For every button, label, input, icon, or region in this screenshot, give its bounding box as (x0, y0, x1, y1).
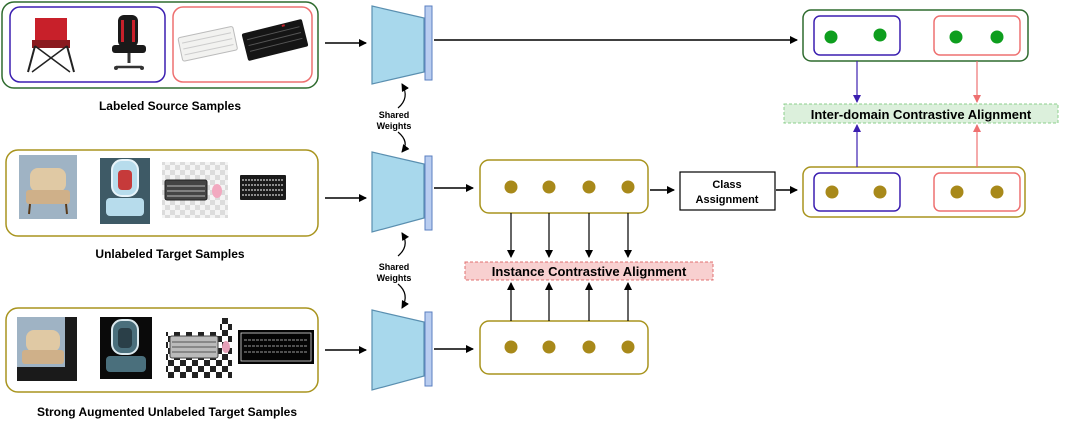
source-feature-dot (873, 28, 887, 42)
source-feature-dot (824, 30, 838, 44)
shared-weights-bottom-line1: Shared (379, 262, 410, 272)
encoder-augmented (371, 309, 433, 391)
target-cluster-dot (873, 185, 887, 199)
inter-domain-label-box: Inter-domain Contrastive Alignment (783, 103, 1059, 124)
armchair-image (19, 155, 77, 219)
target-samples-panel (5, 149, 319, 237)
source-feature-dot (990, 30, 1004, 44)
class-assignment-line1: Class (712, 179, 741, 191)
encoder-source (371, 5, 433, 85)
target-cluster-dot (950, 185, 964, 199)
target-cluster-dot (990, 185, 1004, 199)
armchair-augmented-image (17, 317, 77, 381)
source-keyboard-cluster (933, 15, 1021, 56)
inter-domain-label: Inter-domain Contrastive Alignment (811, 107, 1032, 122)
source-feature-dot (949, 30, 963, 44)
class-assignment-box: Class Assignment (679, 171, 776, 211)
unlabeled-target-label: Unlabeled Target Samples (95, 247, 244, 261)
shared-weights-bottom-line2: Weights (377, 273, 412, 283)
target-chair-cluster (813, 172, 901, 212)
augmented-feature-dot (582, 340, 596, 354)
target-feature-dot (582, 180, 596, 194)
gaming-chair-image (112, 15, 146, 70)
chair-sketch-image (100, 158, 150, 224)
instance-arrows-up (507, 282, 632, 321)
red-folding-chair-image (27, 18, 75, 73)
encoder-target (371, 151, 433, 233)
target-features-box (479, 159, 649, 214)
strong-augmented-label: Strong Augmented Unlabeled Target Sample… (37, 405, 297, 419)
shared-weights-top: Shared Weights (377, 83, 412, 153)
chair-augmented-image (100, 317, 152, 379)
keyboard-edges-image (238, 330, 314, 364)
keyboard-pink-mouse-image (162, 162, 228, 218)
augmented-feature-dot (621, 340, 635, 354)
augmented-features-box (479, 320, 649, 375)
target-feature-dot (504, 180, 518, 194)
target-cluster-dot (825, 185, 839, 199)
source-samples-panel (1, 1, 319, 89)
instance-arrows-down (507, 213, 632, 258)
augmented-samples-panel (5, 307, 319, 393)
white-keyboard-image (177, 26, 238, 62)
augmented-feature-dot (504, 340, 518, 354)
black-keyboard-target-image (240, 175, 286, 200)
source-clusters-box (802, 9, 1029, 62)
labeled-source-label: Labeled Source Samples (99, 99, 241, 113)
source-chair-cluster (813, 15, 901, 56)
target-feature-dot (621, 180, 635, 194)
black-keyboard-image (241, 19, 309, 61)
target-feature-dot (542, 180, 556, 194)
shared-weights-top-line2: Weights (377, 121, 412, 131)
shared-weights-bottom: Shared Weights (377, 232, 412, 309)
keyboard-augmented-image (166, 318, 232, 378)
shared-weights-top-line1: Shared (379, 110, 410, 120)
target-clusters-box (802, 166, 1026, 218)
instance-alignment-label-box: Instance Contrastive Alignment (464, 261, 714, 281)
augmented-feature-dot (542, 340, 556, 354)
target-keyboard-cluster (933, 172, 1021, 212)
class-assignment-line2: Assignment (696, 194, 759, 206)
instance-alignment-label: Instance Contrastive Alignment (492, 264, 687, 279)
